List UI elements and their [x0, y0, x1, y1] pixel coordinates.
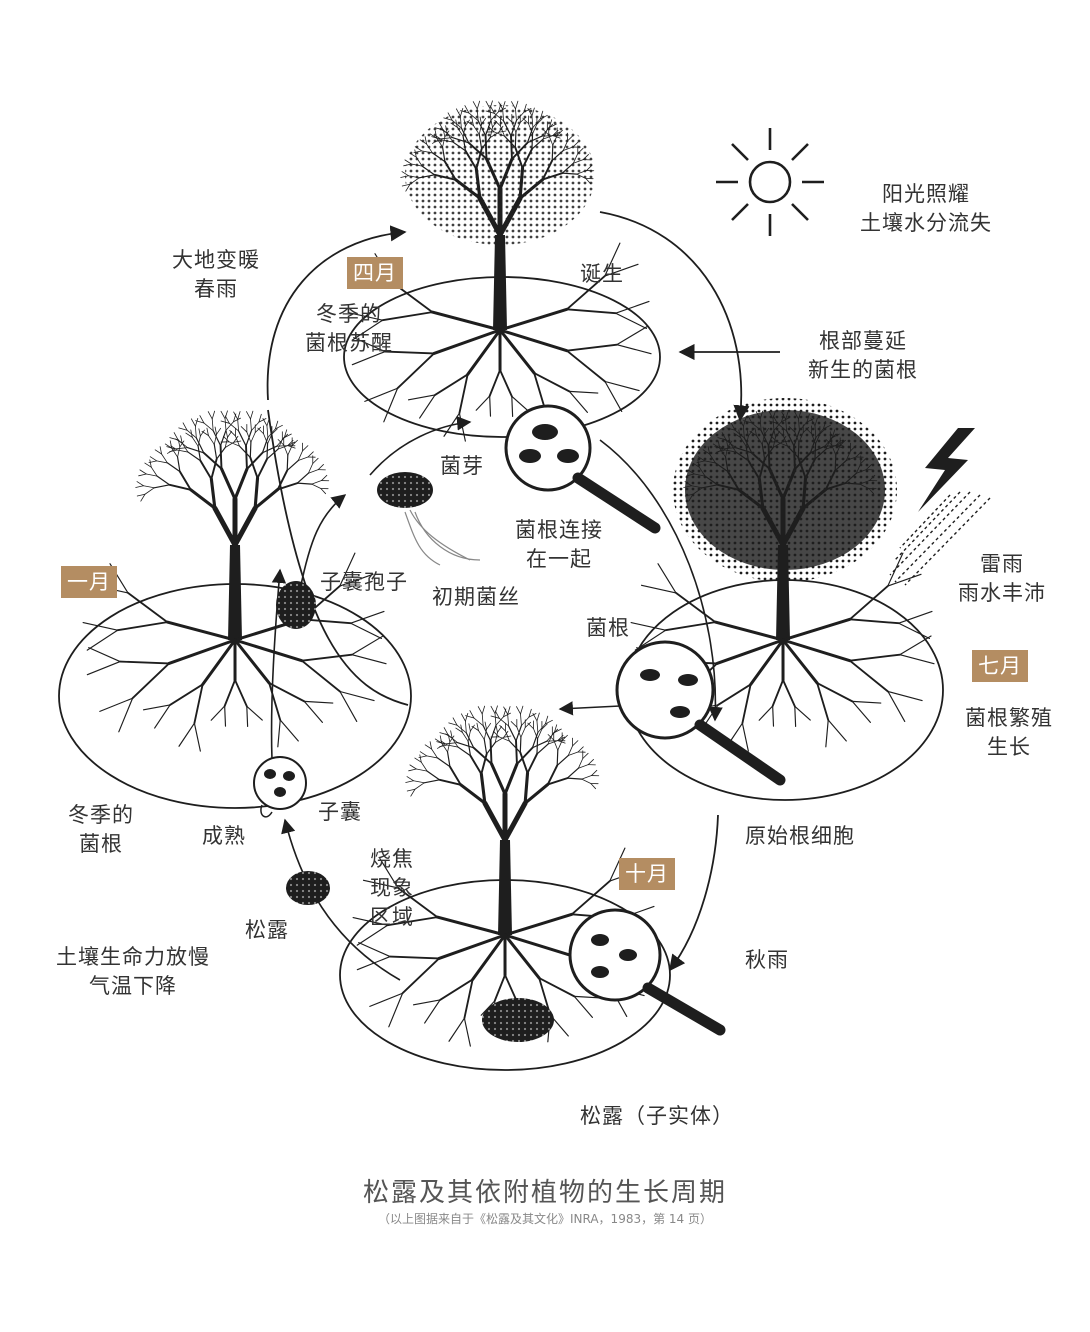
truffle-icon [482, 998, 554, 1042]
foliage-april [405, 105, 595, 245]
tree-icon [82, 410, 387, 752]
month-badge-july: 七月 [972, 650, 1028, 682]
label-birth: 诞生 [580, 262, 624, 286]
diagram-source: （以上图据来自于《松露及其文化》INRA，1983，第 14 页） [377, 1212, 712, 1226]
truffle-icon [286, 871, 330, 905]
lightning-icon [918, 428, 975, 512]
sun-icon [716, 128, 824, 236]
inner-arrow-hyphae [369, 416, 472, 476]
cycle-arrow-spring [266, 225, 407, 401]
magnifier-icon [504, 404, 661, 534]
cycle-arrow-winter [267, 409, 409, 706]
inner-arrow-mycorrhiza [558, 701, 621, 716]
month-badge-april: 四月 [347, 257, 403, 289]
label-truffle: 松露 [245, 918, 289, 942]
label-spring: 大地变暖 春雨 [172, 248, 260, 301]
inner-arrow-connect [599, 439, 723, 722]
cycle-arrow-autumn [669, 814, 719, 972]
label-autumn-rain: 秋雨 [745, 948, 789, 972]
inner-arrow-truffle [281, 818, 401, 981]
month-badge-october: 十月 [619, 858, 675, 890]
label-ascospore: 子囊孢子 [320, 570, 408, 594]
inner-arrow-ascus [270, 568, 287, 761]
diagram-title: 松露及其依附植物的生长周期 [362, 1178, 727, 1208]
label-connect: 菌根连接 在一起 [515, 518, 603, 571]
foliage-july-speckle [673, 398, 897, 582]
truffle-icon [377, 472, 433, 508]
inner-arrow-spore [299, 494, 347, 591]
magnifier-icon [568, 908, 726, 1036]
label-wake: 冬季的 菌根苏醒 [305, 302, 393, 355]
ascus-icon [253, 756, 307, 818]
truffle-icon [276, 581, 316, 629]
label-root-spread: 根部蔓延 新生的菌根 [808, 329, 918, 382]
label-primordium: 原始根细胞 [745, 824, 855, 848]
label-early-hyphae: 初期菌丝 [432, 585, 520, 609]
label-winter-root: 冬季的 菌根 [68, 803, 134, 856]
label-fruit-body: 松露（子实体） [580, 1104, 734, 1128]
magnifier-icon [615, 640, 786, 786]
label-sprout: 菌芽 [440, 454, 484, 478]
label-mature: 成熟 [202, 824, 246, 848]
cycle-arrow-birth [599, 211, 750, 422]
label-sun: 阳光照耀 土壤水分流失 [860, 182, 992, 235]
label-burn: 烧焦 现象 区域 [370, 847, 414, 929]
label-soil: 土壤生命力放慢 气温下降 [56, 945, 210, 998]
month-badge-january: 一月 [61, 566, 117, 598]
label-mycorrhiza: 菌根 [586, 616, 630, 640]
early-hyphae-lines [404, 509, 481, 566]
label-storm: 雷雨 雨水丰沛 [958, 552, 1046, 605]
label-reproduce: 菌根繁殖 生长 [965, 706, 1053, 759]
rain-icon [889, 491, 991, 586]
label-ascus: 子囊 [318, 800, 362, 824]
